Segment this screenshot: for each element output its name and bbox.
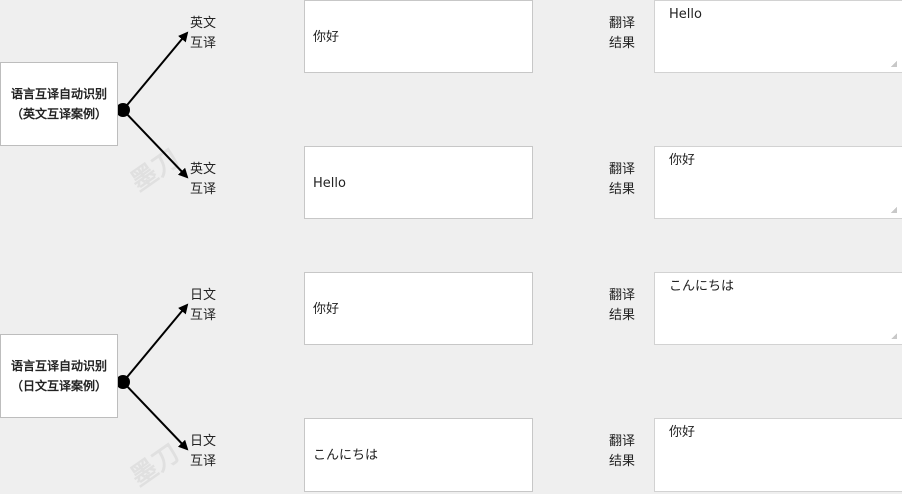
result-label: 翻译 结果 <box>608 162 635 197</box>
source-text-input[interactable]: Hello <box>304 146 533 219</box>
section-subtitle: （英文互译案例） <box>10 107 107 121</box>
branch-label: 日文 互译 <box>189 434 216 469</box>
branch-label: 日文 互译 <box>189 288 216 323</box>
result-text: 你好 <box>669 153 696 168</box>
section-1-connectors <box>116 31 189 179</box>
connector-arrow <box>122 303 189 383</box>
result-label: 翻译 结果 <box>608 16 635 51</box>
result-text: 你好 <box>669 425 696 440</box>
connector-arrow <box>122 109 189 179</box>
section-title-box: 语言互译自动识别 （日文互译案例） <box>0 334 118 418</box>
section-title: 语言互译自动识别 <box>10 359 107 373</box>
resize-grip-icon[interactable] <box>891 61 897 67</box>
result-label: 翻译 结果 <box>608 288 635 323</box>
result-textarea[interactable]: こんにちは <box>654 272 902 345</box>
branch-label: 英文 互译 <box>189 16 216 51</box>
resize-grip-icon[interactable] <box>891 333 897 339</box>
resize-grip-icon[interactable] <box>891 207 897 213</box>
result-text: Hello <box>669 7 702 22</box>
section-title-box: 语言互译自动识别 （英文互译案例） <box>0 62 118 146</box>
result-textarea[interactable]: Hello <box>654 0 902 73</box>
branch-label: 英文 互译 <box>189 162 216 197</box>
branch-node <box>116 375 130 389</box>
section-2-connectors <box>116 303 189 451</box>
section-title: 语言互译自动识别 <box>10 87 107 101</box>
source-text-input[interactable]: 你好 <box>304 0 533 73</box>
connector-arrow <box>122 31 189 111</box>
source-text-input[interactable]: こんにちは <box>304 418 533 492</box>
source-text-input[interactable]: 你好 <box>304 272 533 345</box>
result-text: こんにちは <box>669 279 735 294</box>
branch-node <box>116 103 130 117</box>
connector-arrow <box>122 381 189 451</box>
result-textarea[interactable]: 你好 <box>654 418 902 492</box>
result-textarea[interactable]: 你好 <box>654 146 902 219</box>
section-subtitle: （日文互译案例） <box>10 379 107 393</box>
result-label: 翻译 结果 <box>608 434 635 469</box>
